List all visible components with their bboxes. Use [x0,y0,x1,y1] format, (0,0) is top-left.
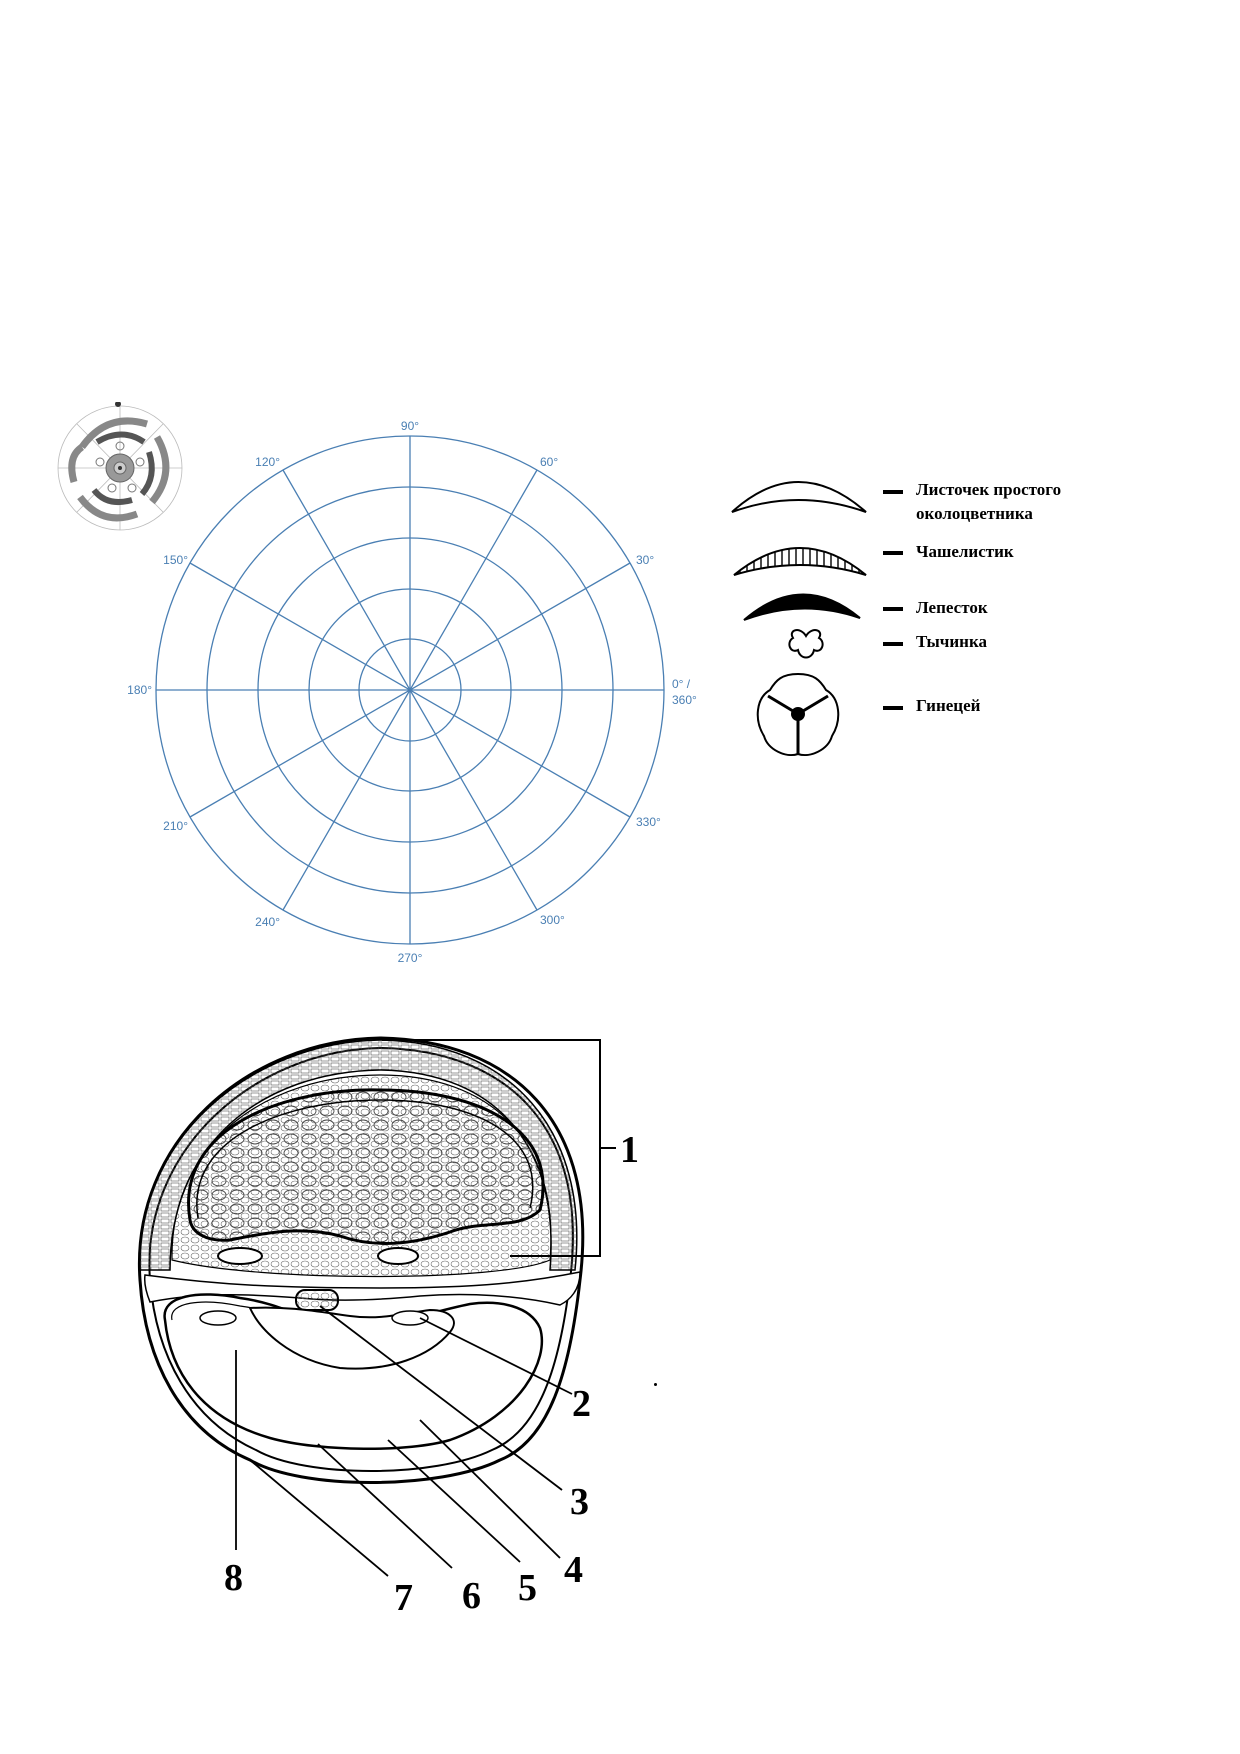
angle-label-90: 90° [401,419,419,433]
angle-label-270: 270° [398,951,423,965]
legend-label-perianth-1: Листочек простого [916,480,1062,499]
gynoecium-icon [756,672,840,756]
polar-spokes [156,436,664,944]
angle-label-240: 240° [255,915,280,929]
legend-label-perianth-2: околоцветника [916,504,1033,523]
angle-label-150: 150° [163,553,188,567]
leader-lines [235,1305,573,1577]
legend-dash-gynoecium [883,706,903,710]
stray-dot [654,1383,657,1386]
callout-4: 4 [564,1549,583,1591]
legend-label-stamen: Тычинка [916,632,987,651]
stamen-icon [788,629,824,659]
callout-3: 3 [570,1481,589,1523]
angle-label-120: 120° [255,455,280,469]
callout-8: 8 [224,1557,243,1599]
legend-dash-perianth [883,490,903,494]
angle-label-300: 300° [540,913,565,927]
callout-2: 2 [572,1383,591,1425]
perianth-segment-icon [731,481,867,513]
angle-label-330: 330° [636,815,661,829]
legend-label-petal: Лепесток [916,598,988,617]
angle-label-210: 210° [163,819,188,833]
legend-dash-stamen [883,642,903,646]
angle-label-0: 0° / [672,677,691,691]
angle-label-180: 180° [127,683,152,697]
petal-icon [743,593,861,621]
angle-label-60: 60° [540,455,558,469]
callout-1: 1 [620,1129,639,1171]
seed-cross-section: 1 2 3 4 5 6 7 8 [137,1036,639,1619]
callout-6: 6 [462,1575,481,1617]
legend-label-gynoecium: Гинецей [916,696,981,715]
sepal-icon [733,547,867,576]
legend-label-sepal: Чашелистик [916,542,1014,561]
legend-dash-sepal [883,551,903,555]
polar-grid: 90° 60° 30° 0° / 360° 330° 300° 270° 240… [127,419,697,965]
floral-diagram-thumbnail [57,402,183,531]
endosperm-cells [187,1088,545,1246]
legend-dash-petal [883,607,903,611]
angle-label-30: 30° [636,553,654,567]
callout-7: 7 [394,1577,413,1619]
angle-label-360: 360° [672,693,697,707]
callout-5: 5 [518,1567,537,1609]
